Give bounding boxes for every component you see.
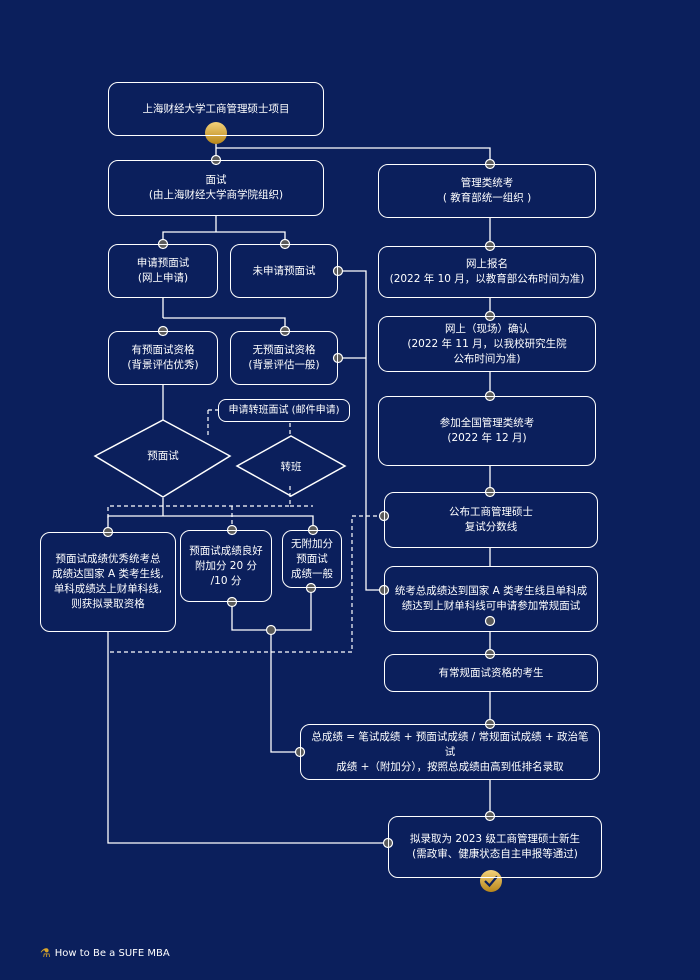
node-admit: 拟录取为 2023 级工商管理硕士新生 (需政审、健康状态自主申报等通过) [388, 816, 602, 878]
microscope-icon: ⚗ [40, 946, 51, 960]
node-good: 预面试成绩良好 附加分 20 分 /10 分 [180, 530, 272, 602]
node-program: 上海财经大学工商管理硕士项目 [108, 82, 324, 136]
node-no-bonus: 无附加分 预面试 成绩一般 [282, 530, 342, 588]
node-take-exam: 参加全国管理类统考 (2022 年 12 月) [378, 396, 596, 466]
node-national-exam: 管理类统考 ( 教育部统一组织 ) [378, 164, 596, 218]
node-has-pre: 有预面试资格 (背景评估优秀) [108, 331, 218, 385]
line-program-exam [216, 147, 491, 164]
line-good-total [231, 590, 312, 753]
node-no-apply-pre: 未申请预面试 [230, 244, 338, 298]
node-apply-pre: 申请预面试 (网上申请) [108, 244, 218, 298]
node-regular: 有常规面试资格的考生 [384, 654, 598, 692]
line-interview-branch [162, 216, 286, 244]
footer-text: How to Be a SUFE MBA [54, 947, 170, 959]
node-total: 总成绩 = 笔试成绩 + 预面试成绩 / 常规面试成绩 + 政治笔试 成绩 +（… [300, 724, 600, 780]
decision-pre-interview-label: 预面试 [147, 450, 179, 462]
dash-announce-back [108, 515, 384, 653]
check-gold-icon [480, 870, 502, 892]
footer: ⚗ How to Be a SUFE MBA [40, 946, 170, 960]
node-confirm: 网上（现场）确认 (2022 年 11 月，以我校研究生院 公布时间为准) [378, 316, 596, 372]
node-announce: 公布工商管理硕士 复试分数线 [384, 492, 598, 548]
pre-interview-diamond [93, 419, 232, 498]
node-no-pre: 无预面试资格 (背景评估一般) [230, 331, 338, 385]
line-diamond-fanout [107, 498, 314, 532]
line-apply-branch [162, 298, 286, 331]
node-transfer-apply: 申请转班面试 (邮件申请) [218, 399, 350, 422]
dash-transfer-apply [207, 409, 291, 436]
start-gold-icon [205, 122, 227, 144]
node-excellent: 预面试成绩优秀统考总 成绩达国家 A 类考生线, 单科成绩达上财单科线, 则获拟… [40, 532, 176, 632]
transfer-diamond [235, 435, 347, 497]
node-online-reg: 网上报名 (2022 年 10 月，以教育部公布时间为准) [378, 246, 596, 298]
line-noapply-right [338, 270, 384, 591]
decision-transfer-label: 转班 [280, 461, 302, 473]
line-excellent-admit [107, 632, 388, 844]
node-interview: 面试 (由上海财经大学商学院组织) [108, 160, 324, 216]
node-reach-line: 统考总成绩达到国家 A 类考生线且单科成 绩达到上财单科线可申请参加常规面试 [384, 566, 598, 632]
